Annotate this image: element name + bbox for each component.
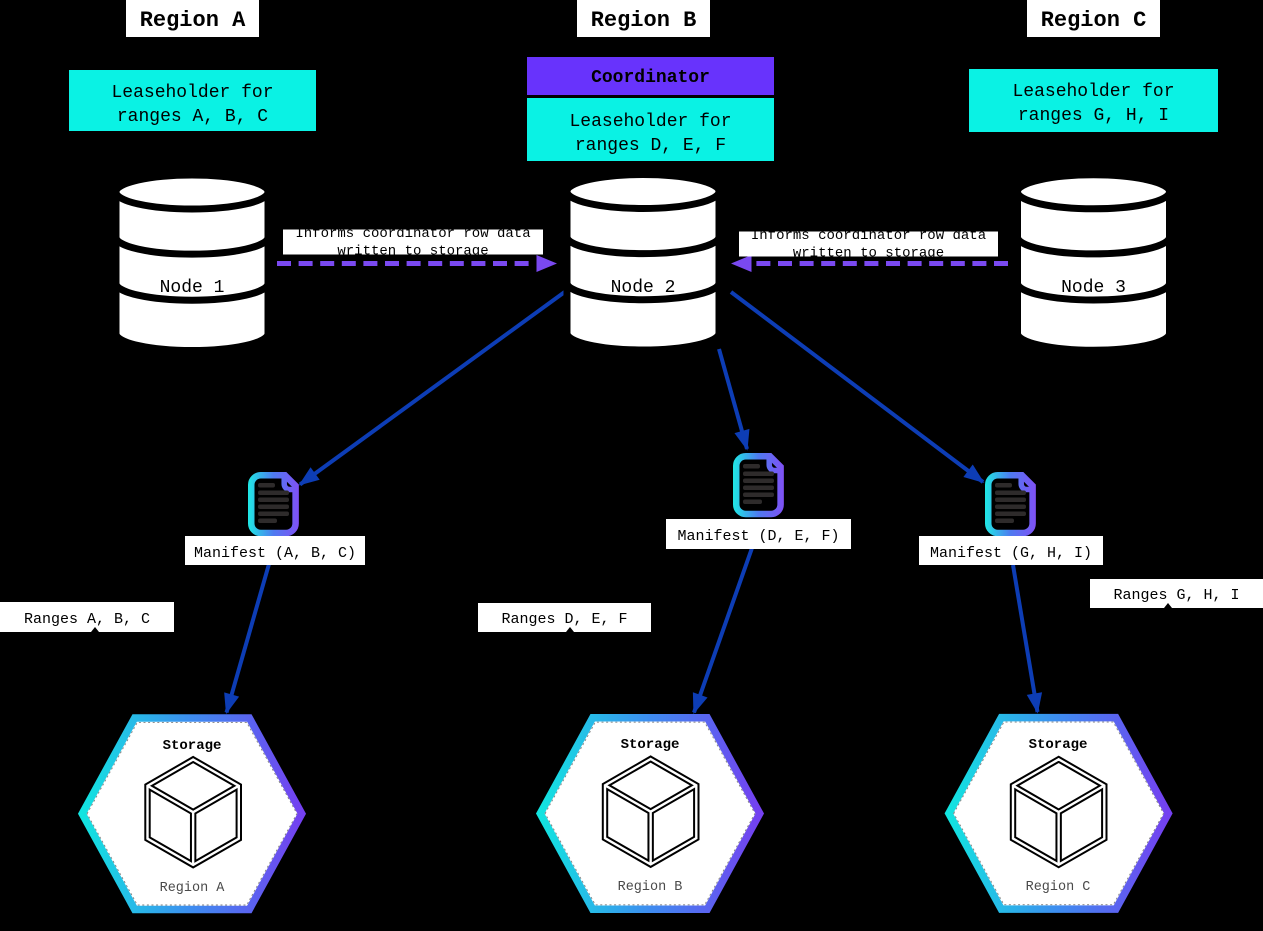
svg-text:Manifest (D, E, F): Manifest (D, E, F) (677, 528, 839, 545)
svg-text:Informs coordinator row data: Informs coordinator row data (751, 228, 986, 244)
svg-text:Manifest (A, B, C): Manifest (A, B, C) (194, 545, 356, 562)
svg-text:Storage: Storage (1029, 737, 1088, 753)
svg-text:Region B: Region B (618, 880, 683, 895)
svg-text:Region A: Region A (160, 881, 226, 896)
svg-text:ranges A, B, C: ranges A, B, C (117, 107, 268, 127)
svg-text:Region C: Region C (1041, 8, 1147, 33)
svg-text:Storage: Storage (163, 738, 222, 754)
svg-text:Leaseholder for: Leaseholder for (1012, 82, 1174, 102)
svg-text:Node 1: Node 1 (160, 278, 225, 298)
svg-text:ranges G, H, I: ranges G, H, I (1018, 106, 1169, 126)
svg-text:written to storage: written to storage (793, 245, 944, 261)
svg-text:Leaseholder for: Leaseholder for (111, 83, 273, 103)
svg-text:Node 3: Node 3 (1061, 278, 1126, 298)
svg-text:written to storage: written to storage (337, 243, 488, 259)
svg-text:Region B: Region B (591, 8, 697, 33)
svg-text:Ranges D, E, F: Ranges D, E, F (501, 611, 627, 628)
svg-text:ranges D, E, F: ranges D, E, F (575, 136, 726, 156)
svg-text:Coordinator: Coordinator (591, 68, 710, 88)
svg-text:Ranges G, H, I: Ranges G, H, I (1113, 587, 1239, 604)
svg-text:Storage: Storage (621, 737, 680, 753)
svg-text:Informs coordinator row data: Informs coordinator row data (295, 226, 530, 242)
svg-text:Region A: Region A (140, 8, 246, 33)
svg-text:Manifest (G, H, I): Manifest (G, H, I) (930, 545, 1092, 562)
svg-text:Region C: Region C (1026, 880, 1091, 895)
svg-text:Ranges A, B, C: Ranges A, B, C (24, 611, 150, 628)
svg-text:Node 2: Node 2 (611, 278, 676, 298)
svg-text:Leaseholder for: Leaseholder for (569, 112, 731, 132)
